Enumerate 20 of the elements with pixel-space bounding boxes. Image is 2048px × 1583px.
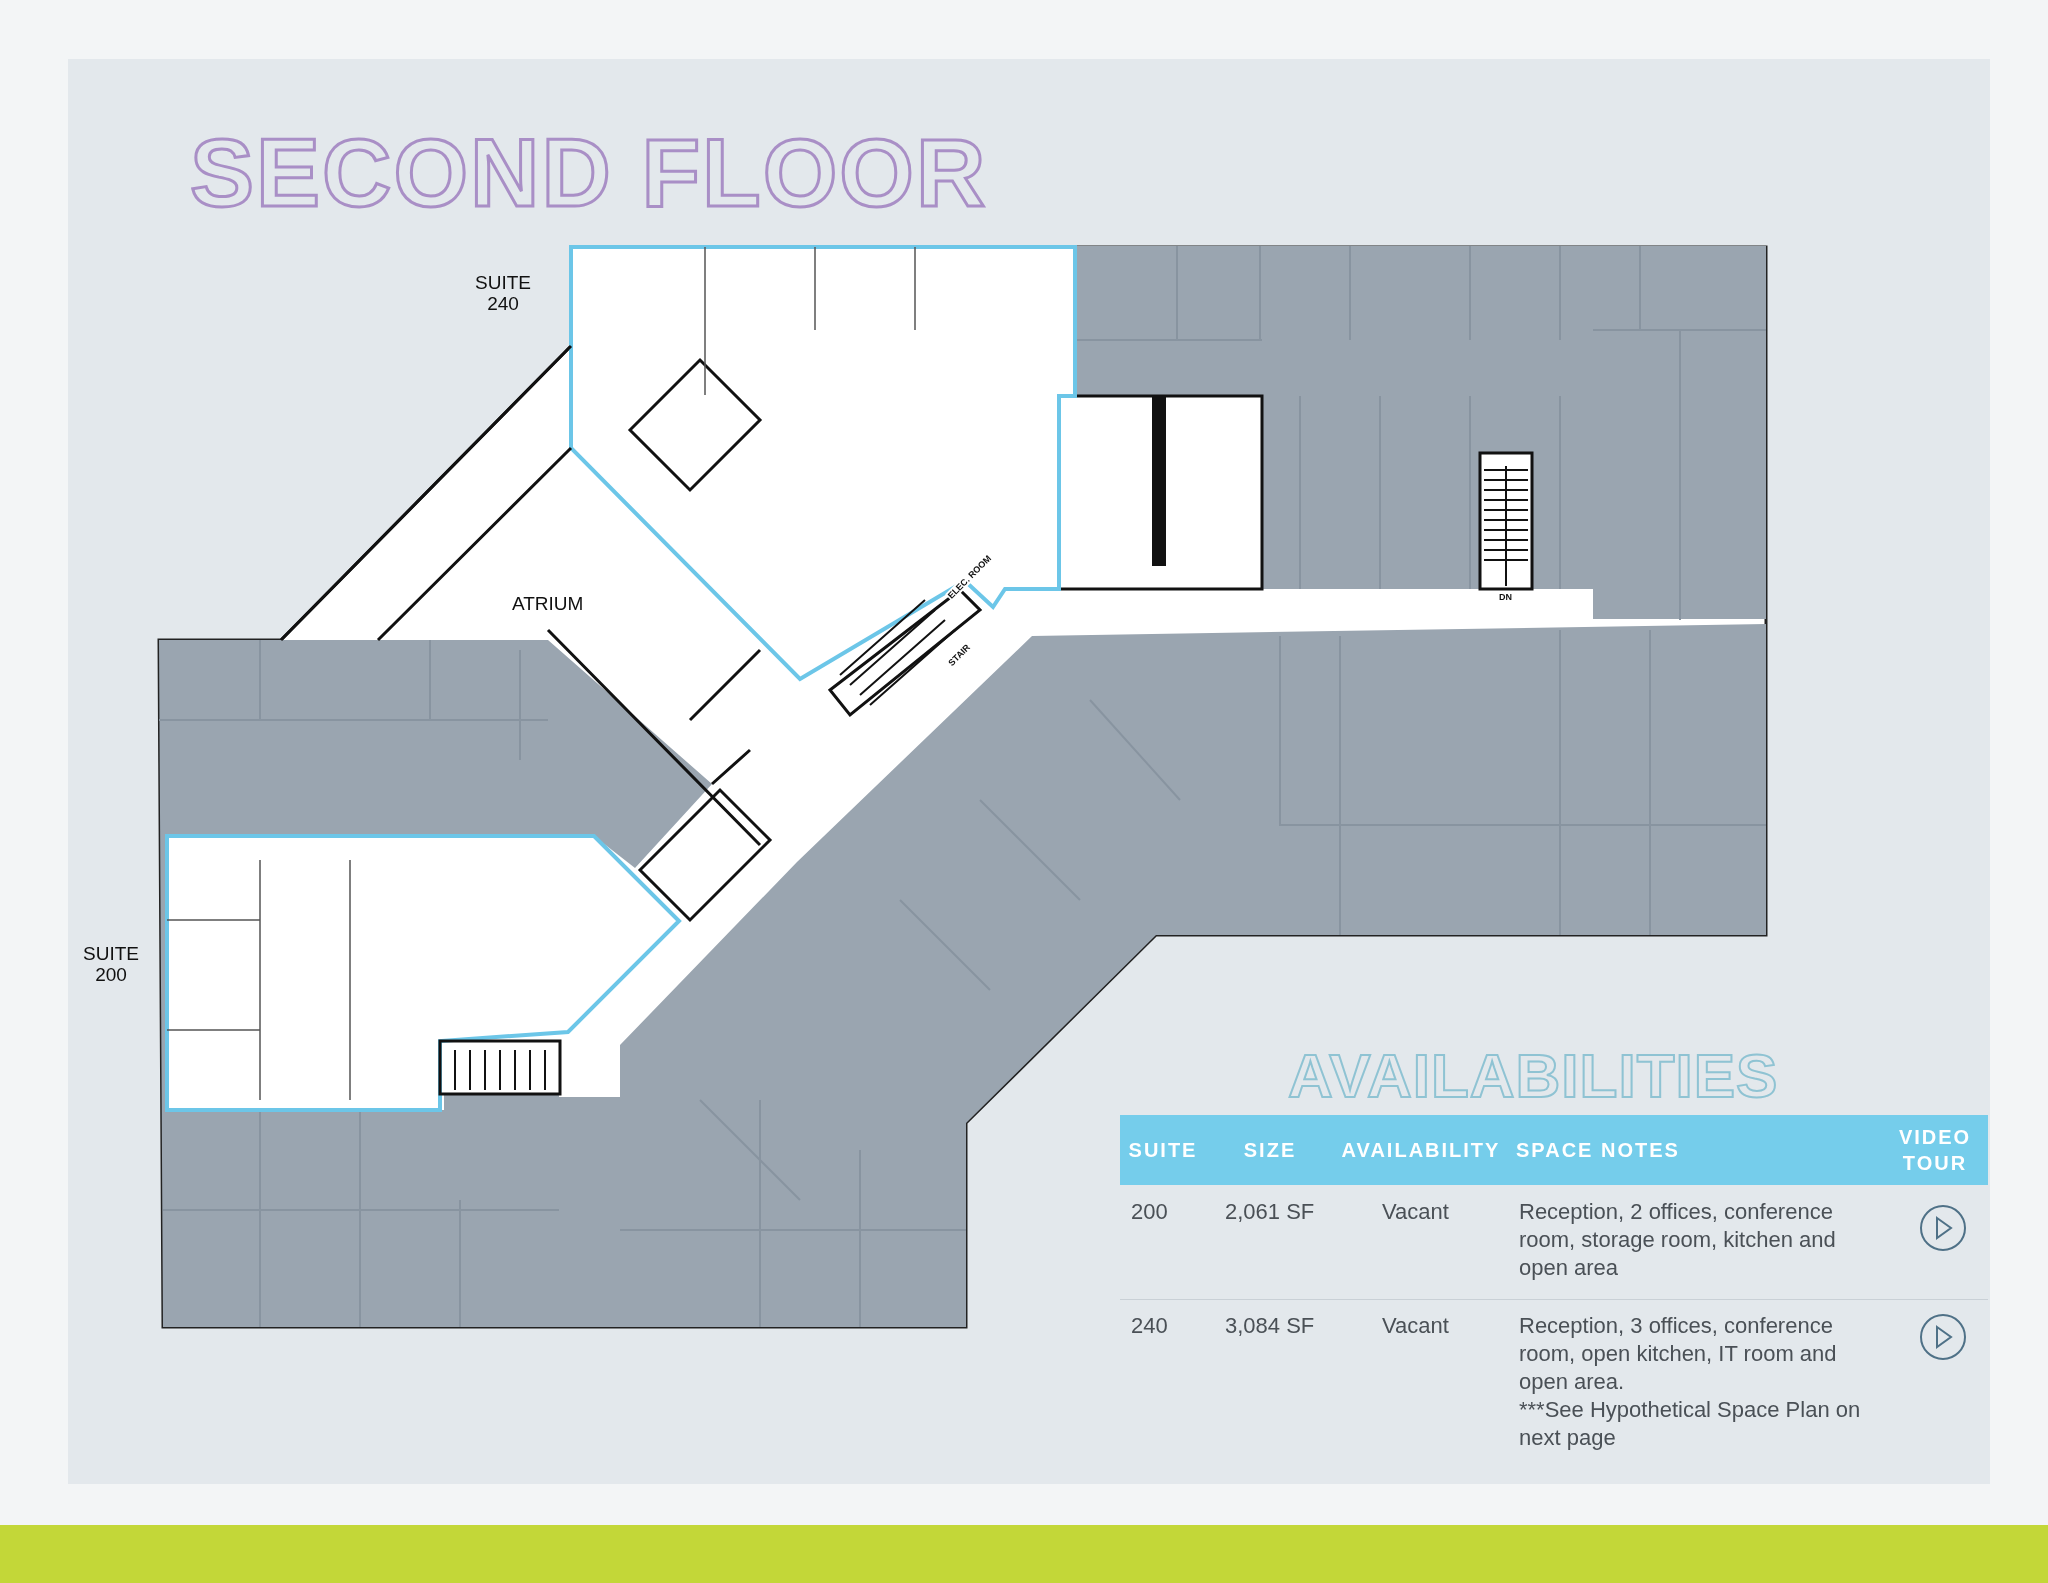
table-cell: Vacant xyxy=(1382,1312,1449,1340)
room-label: SUITE 240 xyxy=(474,272,532,314)
table-cell-text: Reception, 3 offices, conference room, open kitchen, IT room and open area. xyxy=(1519,1312,1838,1396)
section-heading: AVAILABILITIES xyxy=(1288,1040,1779,1111)
table-cell: 200 xyxy=(1131,1198,1168,1226)
table-cell: 240 xyxy=(1131,1312,1168,1340)
column-header: VIDEO TOUR xyxy=(1897,1125,1973,1176)
table-cell-text: Reception, 2 offices, conference room, storage room, kitchen and open area xyxy=(1519,1198,1837,1282)
column-header: SIZE xyxy=(1242,1138,1298,1163)
column-header: AVAILABILITY xyxy=(1340,1138,1502,1163)
table-cell: Vacant xyxy=(1382,1198,1449,1226)
room-label: SUITE 200 xyxy=(82,943,140,985)
column-header: SUITE xyxy=(1127,1138,1199,1163)
column-header: SPACE NOTES xyxy=(1516,1138,1681,1163)
table-cell-text: ***See Hypothetical Space Plan on next page xyxy=(1519,1396,1862,1452)
room-label: ATRIUM xyxy=(512,593,584,614)
page-title: SECOND FLOOR xyxy=(190,118,988,228)
table-cell: 3,084 SF xyxy=(1225,1312,1315,1340)
table-cell: 2,061 SF xyxy=(1225,1198,1315,1226)
room-label: DN xyxy=(1498,592,1513,602)
